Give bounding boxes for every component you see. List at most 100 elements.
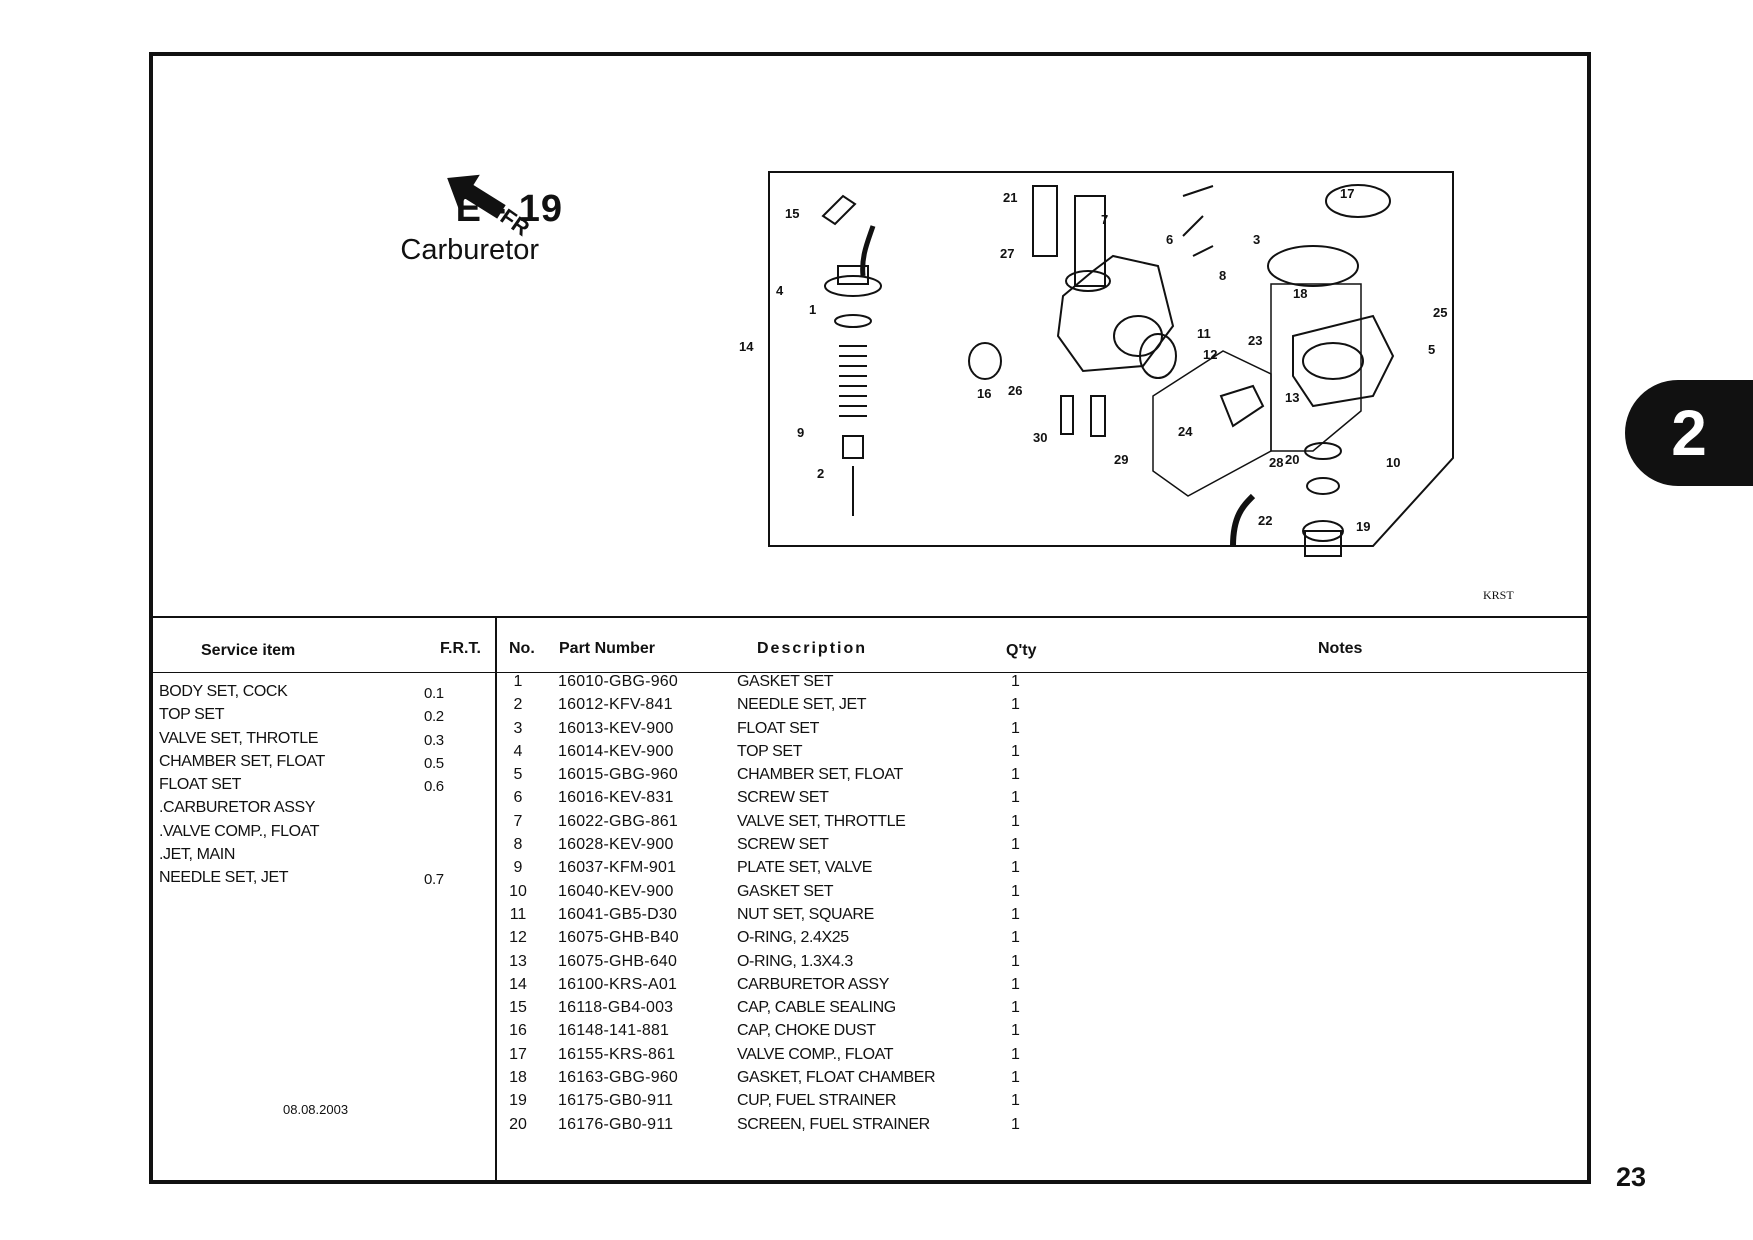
part-qty: 1	[1011, 696, 1020, 714]
part-description: FLOAT SET	[737, 719, 820, 737]
callout-20: 20	[1285, 452, 1299, 467]
part-no: 3	[513, 719, 523, 737]
service-item-name: VALVE SET, THROTLE	[159, 729, 319, 747]
part-number: 16100-KRS-A01	[558, 975, 678, 993]
part-description: SCREW SET	[737, 789, 829, 807]
part-no: 9	[513, 859, 523, 877]
part-description: CAP, CHOKE DUST	[737, 1022, 876, 1040]
part-qty: 1	[1011, 766, 1020, 784]
part-description: VALVE SET, THROTTLE	[737, 812, 906, 830]
header-description: Description	[757, 640, 868, 657]
service-item-name: TOP SET	[159, 706, 225, 724]
part-number: 16010-GBG-960	[558, 673, 679, 690]
part-qty: 1	[1011, 999, 1020, 1017]
part-qty: 1	[1011, 1069, 1020, 1087]
part-no: 2	[513, 696, 523, 714]
service-item-frt: 0.1	[424, 685, 444, 702]
page-frame: E - 19 Carburetor FR	[149, 52, 1591, 1184]
table-top-rule	[153, 616, 1587, 618]
front-direction-arrow-icon: FR	[447, 174, 534, 241]
part-qty: 1	[1011, 742, 1020, 760]
service-item-name: NEEDLE SET, JET	[159, 869, 289, 887]
service-item-row: .JET, MAIN	[159, 846, 489, 869]
callout-11: 11	[1197, 326, 1211, 341]
part-qty: 1	[1011, 952, 1020, 970]
page-title: Carburetor	[400, 234, 539, 266]
table-header-rule	[153, 672, 1587, 673]
part-description: VALVE COMP., FLOAT	[737, 1045, 894, 1063]
callout-28: 28	[1269, 455, 1283, 470]
part-no: 5	[513, 766, 523, 784]
top-set-part	[821, 194, 882, 516]
part-number: 16016-KEV-831	[558, 789, 674, 807]
float-chamber-part	[1267, 184, 1395, 557]
part-description: CUP, FUEL STRAINER	[737, 1092, 897, 1110]
part-description: TOP SET	[737, 742, 803, 760]
part-no: 20	[509, 1115, 527, 1133]
callout-13: 13	[1285, 390, 1299, 405]
part-number: 16163-GBG-960	[558, 1069, 679, 1087]
part-description: NEEDLE SET, JET	[737, 696, 867, 714]
chamber-group-outline	[1270, 283, 1362, 452]
part-qty: 1	[1011, 1115, 1020, 1133]
part-no: 4	[513, 742, 523, 760]
callout-6: 6	[1166, 232, 1173, 247]
part-qty: 1	[1011, 673, 1020, 690]
carburetor-exploded-diagram: 1 2 3 4 5 6 7 8 9 10 11 12 13 14 15 16 1…	[739, 171, 1454, 557]
callout-18: 18	[1293, 286, 1307, 301]
part-no: 10	[509, 882, 527, 900]
part-number: 16041-GB5-D30	[558, 905, 678, 923]
part-qty: 1	[1011, 859, 1020, 877]
callout-1: 1	[809, 302, 816, 317]
callout-19: 19	[1356, 519, 1370, 534]
callout-14: 14	[739, 339, 754, 354]
callout-26: 26	[1008, 383, 1022, 398]
service-item-row: .CARBURETOR ASSY	[159, 799, 489, 822]
part-number: 16075-GHB-B40	[558, 929, 679, 947]
callout-7: 7	[1101, 212, 1108, 227]
service-item-frt: 0.3	[424, 731, 444, 749]
service-item-row: FLOAT SET 0.6	[159, 776, 489, 799]
callout-12: 12	[1203, 347, 1217, 362]
service-item-name: FLOAT SET	[159, 776, 242, 794]
part-qty: 1	[1011, 1022, 1020, 1040]
part-number: 16028-KEV-900	[558, 836, 674, 854]
section-tab: 2	[1625, 380, 1753, 486]
part-no: 15	[509, 999, 527, 1017]
part-description: CARBURETOR ASSY	[737, 975, 889, 993]
callout-2: 2	[817, 466, 824, 481]
callout-29: 29	[1114, 452, 1128, 467]
part-number: 16037-KFM-901	[558, 859, 677, 877]
callout-21: 21	[1003, 190, 1017, 205]
service-item-frt: 0.2	[424, 708, 444, 726]
header-notes: Notes	[1318, 640, 1363, 657]
page-number: 23	[1616, 1162, 1647, 1192]
part-description: GASKET SET	[737, 673, 834, 690]
service-item-frt: 0.6	[424, 778, 444, 796]
part-qty: 1	[1011, 1045, 1020, 1063]
part-qty: 1	[1011, 975, 1020, 993]
part-number: 16118-GB4-003	[558, 999, 674, 1017]
part-number: 16040-KEV-900	[558, 882, 674, 900]
callout-17: 17	[1340, 186, 1354, 201]
service-item-name: .CARBURETOR ASSY	[159, 799, 316, 817]
part-no: 16	[509, 1022, 527, 1040]
part-number: 16175-GB0-911	[558, 1092, 674, 1110]
diagram-watermark: KRST	[1483, 588, 1514, 602]
cover-part	[1219, 384, 1265, 547]
part-qty: 1	[1011, 812, 1020, 830]
callout-15: 15	[785, 206, 799, 221]
service-item-frt: 0.7	[424, 871, 444, 889]
